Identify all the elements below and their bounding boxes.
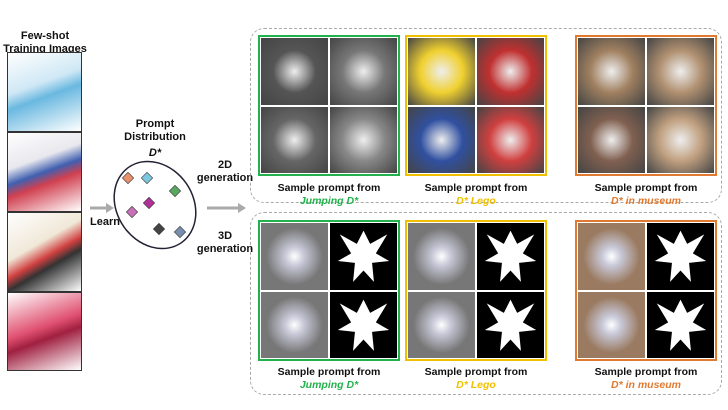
caption-text: Sample prompt from <box>424 366 528 378</box>
2d-sample-grid <box>405 35 547 176</box>
training-image-3 <box>7 212 82 292</box>
rendered-view <box>578 291 645 358</box>
prompt-text: D* Lego <box>456 379 496 391</box>
2d-sample-grid <box>258 35 400 176</box>
caption-text: Sample prompt from <box>277 366 381 378</box>
generated-image <box>578 38 645 105</box>
generated-image <box>647 38 714 105</box>
training-image-1 <box>7 52 82 132</box>
3d-sample-grid <box>575 220 717 361</box>
generated-image <box>408 106 475 173</box>
prompt-token <box>173 225 187 239</box>
prompt-text: D* in museum <box>610 195 681 207</box>
prompt-token <box>121 171 135 185</box>
learn-label: Learn <box>90 216 120 228</box>
title-line: Few-shot <box>20 30 70 42</box>
silhouette-mask <box>330 291 397 358</box>
prompt-text: Jumping D* <box>299 195 359 207</box>
title-line: Prompt <box>135 118 175 130</box>
prompt-token <box>152 222 166 236</box>
caption-text: Sample prompt from <box>424 182 528 194</box>
2d-sample-grid <box>575 35 717 176</box>
distribution-symbol: D* <box>148 147 162 159</box>
training-image-4 <box>7 292 82 371</box>
silhouette-mask <box>647 223 714 290</box>
2d-generation-label: 2D generation <box>195 159 255 185</box>
caption-text: Sample prompt from <box>594 182 698 194</box>
title-line: Distribution <box>124 131 186 143</box>
generated-image <box>578 106 645 173</box>
rendered-view <box>408 223 475 290</box>
label-line: generation <box>196 172 254 184</box>
silhouette-mask <box>477 223 544 290</box>
prompt-token <box>140 171 154 185</box>
distribution-title: Prompt Distribution D* <box>115 118 195 160</box>
rendered-view <box>261 223 328 290</box>
label-line: generation <box>196 243 254 255</box>
rendered-view <box>578 223 645 290</box>
generated-image <box>477 106 544 173</box>
silhouette-mask <box>647 291 714 358</box>
generated-image <box>647 106 714 173</box>
3d-generation-label: 3D generation <box>195 230 255 256</box>
label-line: 3D <box>217 230 233 242</box>
caption-text: Sample prompt from <box>594 366 698 378</box>
label-line: 2D <box>217 159 233 171</box>
2d-results-panel <box>250 28 722 203</box>
prompt-text: D* Lego <box>456 195 496 207</box>
generated-image <box>330 38 397 105</box>
3d-sample-grid <box>405 220 547 361</box>
prompt-token <box>125 205 139 219</box>
3d-sample-grid <box>258 220 400 361</box>
prompt-text: Jumping D* <box>299 379 359 391</box>
generated-image <box>408 38 475 105</box>
silhouette-mask <box>330 223 397 290</box>
3d-results-panel <box>250 212 722 395</box>
generated-image <box>261 38 328 105</box>
silhouette-mask <box>477 291 544 358</box>
rendered-view <box>408 291 475 358</box>
training-image-2 <box>7 132 82 212</box>
generation-arrow <box>207 203 246 213</box>
prompt-token <box>168 184 182 198</box>
distribution-ellipse <box>113 160 197 250</box>
rendered-view <box>261 291 328 358</box>
caption-text: Sample prompt from <box>277 182 381 194</box>
generated-image <box>477 38 544 105</box>
generated-image <box>261 106 328 173</box>
prompt-text: D* in museum <box>610 379 681 391</box>
prompt-token <box>142 196 156 210</box>
generated-image <box>330 106 397 173</box>
learn-arrow <box>90 203 114 213</box>
